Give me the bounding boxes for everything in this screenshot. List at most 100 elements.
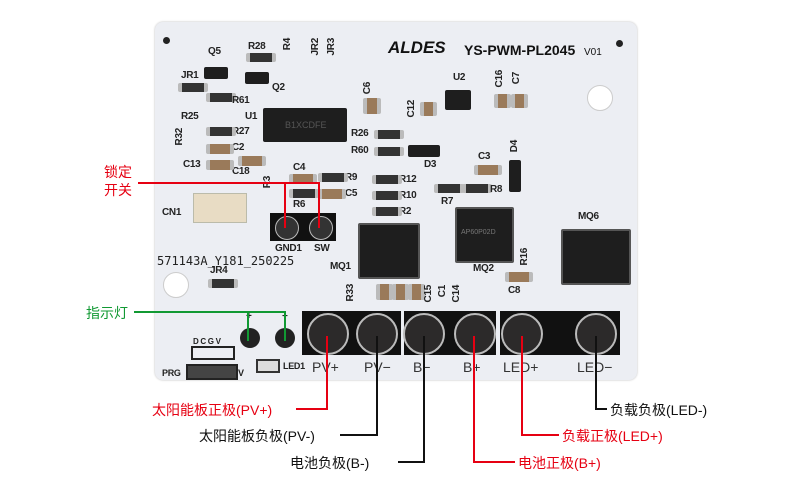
pad-label-led-plus: LED+ <box>503 359 538 375</box>
brand-logo: ALDES <box>388 38 446 57</box>
leader-line <box>376 336 378 435</box>
ic-u1-marking: B1XCDFE <box>285 120 327 130</box>
resistor-r2 <box>372 207 402 216</box>
label-r16: R16 <box>519 248 530 266</box>
label-c6: C6 <box>362 82 373 95</box>
label-mq6: MQ6 <box>578 211 599 222</box>
label-c18: C18 <box>232 166 250 177</box>
diode-d4 <box>509 160 521 192</box>
resistor-r27 <box>206 127 236 136</box>
label-c8: C8 <box>508 285 521 296</box>
leader-line <box>595 336 597 409</box>
label-r10: R10 <box>399 190 417 201</box>
header-dcgv <box>191 346 235 360</box>
annotation-lock-switch-2: 开关 <box>104 182 132 198</box>
leader-line <box>284 311 286 341</box>
gnd1-pad[interactable] <box>275 216 299 240</box>
label-r25: R25 <box>181 111 199 122</box>
label-c16: C16 <box>494 70 505 88</box>
leader-line <box>595 408 607 410</box>
transistor-q2 <box>245 72 269 84</box>
ic-u1: B1XCDFE <box>263 108 347 142</box>
label-r6: R6 <box>293 199 306 210</box>
label-cn1: CN1 <box>162 207 182 218</box>
version: V01 <box>584 47 602 58</box>
header-prg[interactable] <box>186 364 238 380</box>
capacitor-c7 <box>511 94 528 108</box>
pad-label-b-minus: B− <box>413 359 431 375</box>
label-r32: R32 <box>174 128 185 146</box>
annotation-led-neg: 负载负极(LED-) <box>610 402 708 418</box>
capacitor-c4 <box>289 174 317 184</box>
pad-pv-plus[interactable] <box>307 313 349 355</box>
label-r8: R8 <box>490 184 503 195</box>
label-c15: C15 <box>423 285 434 303</box>
resistor-r28 <box>246 53 276 62</box>
leader-line <box>326 336 328 409</box>
label-c4: C4 <box>293 162 306 173</box>
label-c14: C14 <box>451 285 462 303</box>
mount-dot <box>616 40 623 47</box>
leader-line <box>318 182 320 228</box>
label-c3: C3 <box>478 151 491 162</box>
leader-line <box>521 434 559 436</box>
resistor-r6 <box>289 189 319 198</box>
resistor-r8 <box>462 184 492 193</box>
leader-line <box>340 434 378 436</box>
leader-line <box>138 182 320 184</box>
label-r60: R60 <box>351 145 369 156</box>
label-d4: D4 <box>509 140 520 153</box>
capacitor-c3 <box>474 165 502 175</box>
label-u2: U2 <box>453 72 466 83</box>
label-c12: C12 <box>406 100 417 118</box>
diode-d3 <box>408 145 440 157</box>
label-sw: SW <box>314 243 330 254</box>
capacitor-c13 <box>206 160 234 170</box>
resistor-r10 <box>372 191 402 200</box>
label-r7: R7 <box>441 196 454 207</box>
mounting-hole <box>587 85 613 111</box>
pad-label-b-plus: B+ <box>463 359 481 375</box>
label-jr1: JR1 <box>181 70 199 81</box>
leader-line <box>247 311 249 341</box>
annotation-pv-neg: 太阳能板负极(PV-) <box>199 428 315 444</box>
mosfet-mq6 <box>561 229 631 285</box>
leader-line <box>296 408 328 410</box>
label-u1: U1 <box>245 111 258 122</box>
capacitor-c1 <box>392 284 409 300</box>
resistor-r26 <box>374 130 404 139</box>
mosfet-mq2: AP60P02D <box>455 207 514 263</box>
label-jr4: JR4 <box>210 265 228 276</box>
label-led1: LED1 <box>283 361 305 371</box>
label-c1: C1 <box>437 285 448 298</box>
model-name: YS-PWM-PL2045 <box>464 42 576 58</box>
label-c5: C5 <box>345 188 358 199</box>
capacitor-c2 <box>206 144 234 154</box>
label-r26: R26 <box>351 128 369 139</box>
mosfet-marking: AP60P02D <box>461 229 496 236</box>
resistor-r9 <box>318 173 348 182</box>
pad-b-plus[interactable] <box>454 313 496 355</box>
leader-line <box>134 311 286 313</box>
label-q2: Q2 <box>272 82 285 93</box>
sw-pad[interactable] <box>309 216 333 240</box>
label-gnd1: GND1 <box>275 243 302 254</box>
capacitor-c14 <box>408 284 425 300</box>
leader-line <box>473 336 475 462</box>
leader-line <box>521 336 523 435</box>
label-c2: C2 <box>232 142 245 153</box>
label-jr3: JR3 <box>326 38 337 56</box>
connector-cn1[interactable] <box>193 193 247 223</box>
annotation-led-pos: 负载正极(LED+) <box>562 428 663 444</box>
annotation-pv-pos: 太阳能板正极(PV+) <box>152 402 273 418</box>
resistor-r12 <box>372 175 402 184</box>
capacitor-c16 <box>494 94 511 108</box>
indicator-pad-plus[interactable] <box>240 328 260 348</box>
capacitor-c6 <box>363 98 381 114</box>
label-d3: D3 <box>424 159 437 170</box>
label-c13: C13 <box>183 159 201 170</box>
capacitor-c12 <box>420 102 437 116</box>
resistor-jr4 <box>208 279 238 288</box>
capacitor-c5 <box>318 189 346 199</box>
label-r12: R12 <box>399 174 417 185</box>
